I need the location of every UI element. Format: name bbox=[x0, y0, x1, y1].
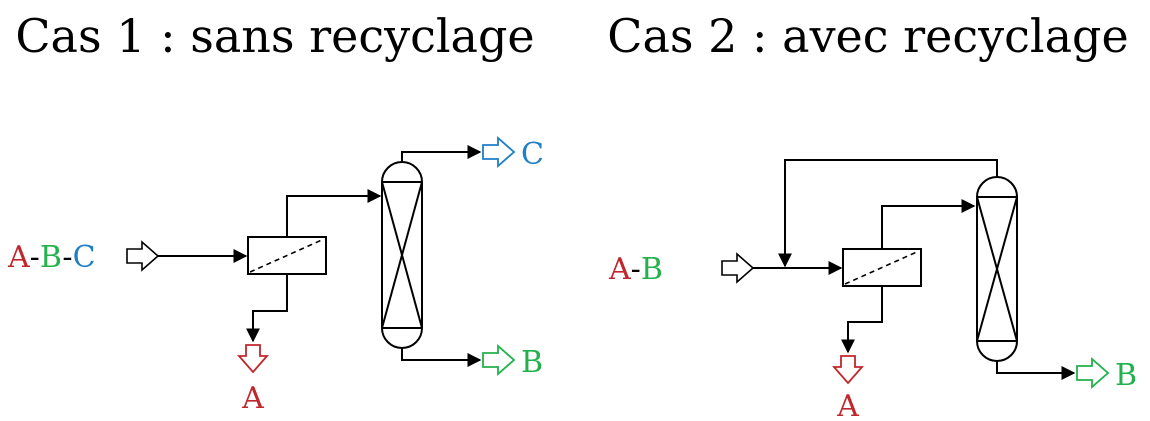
case2-bottom-output-arrow-icon bbox=[1076, 357, 1110, 389]
case2-recycle-line bbox=[778, 159, 998, 268]
case1-feed-dash2: - bbox=[62, 240, 72, 275]
case1-permeate-line bbox=[286, 189, 382, 237]
case2-waste-arrow-icon bbox=[832, 355, 864, 385]
case1-output-b: B bbox=[521, 345, 543, 380]
case1-waste-arrow-icon bbox=[237, 344, 269, 374]
case1-distillation-column-icon bbox=[381, 161, 423, 349]
case1-bottom-output-arrow-icon bbox=[482, 344, 516, 376]
case2-feed-arrow-icon bbox=[721, 252, 755, 284]
case2-feed-a: A bbox=[608, 252, 631, 287]
case2-output-b: B bbox=[1115, 358, 1137, 393]
case2-separator-membrane bbox=[844, 250, 920, 285]
case1-top-outlet-line bbox=[401, 145, 482, 162]
case1-output-c: C bbox=[521, 137, 544, 172]
case2-feed-dash1: - bbox=[631, 252, 641, 287]
case2-distillation-column-icon bbox=[976, 176, 1018, 362]
case2-retentate-line bbox=[841, 286, 883, 354]
case1-feed-dash1: - bbox=[30, 240, 40, 275]
case1-top-output-arrow-icon bbox=[482, 136, 516, 168]
case2-bottom-outlet-line bbox=[996, 361, 1076, 380]
case2-feed-label: A-B bbox=[608, 252, 663, 287]
case1-output-a: A bbox=[241, 381, 264, 416]
case1-feed-arrow-icon bbox=[126, 240, 160, 272]
case1-title: Cas 1 : sans recyclage bbox=[15, 9, 534, 63]
case1-feed-b: B bbox=[40, 240, 63, 275]
case1-feed-c: C bbox=[73, 240, 96, 275]
case1-diagram: Cas 1 : sans recyclage A-B-C A C bbox=[7, 9, 544, 416]
case2-title: Cas 2 : avec recyclage bbox=[607, 9, 1128, 63]
case2-diagram: Cas 2 : avec recyclage A-B A bbox=[607, 9, 1137, 421]
case2-permeate-line bbox=[881, 199, 976, 249]
case2-feed-b: B bbox=[641, 252, 663, 287]
case1-separator-membrane bbox=[249, 238, 325, 273]
case2-output-a: A bbox=[836, 389, 859, 421]
case1-feed-label: A-B-C bbox=[7, 240, 96, 275]
case1-retentate-line bbox=[246, 274, 288, 343]
case1-feed-a: A bbox=[7, 240, 30, 275]
case1-bottom-outlet-line bbox=[401, 348, 482, 367]
